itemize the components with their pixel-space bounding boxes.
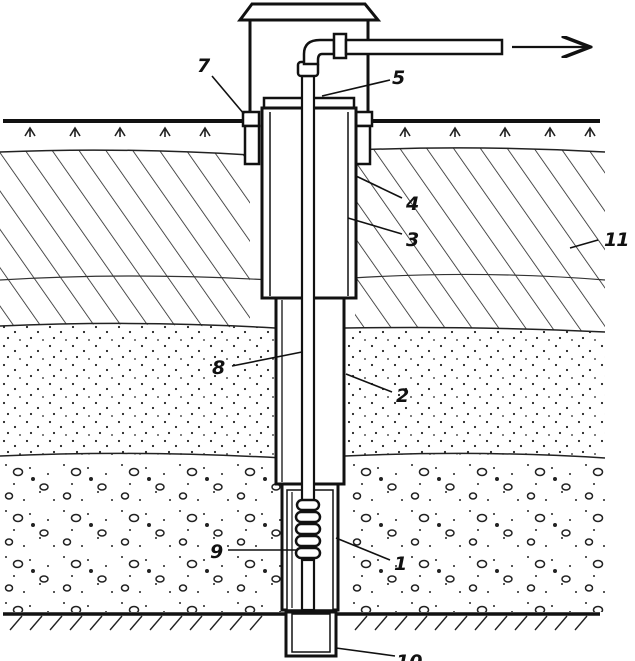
- callout-5: 5: [392, 67, 405, 89]
- submersible-pump: [294, 498, 322, 612]
- callout-4: 4: [405, 193, 419, 215]
- wellhead-housing: [237, 2, 382, 166]
- riser-pipe: [296, 60, 320, 518]
- callout-9: 9: [210, 541, 223, 563]
- callout-1: 1: [394, 553, 407, 575]
- ground-surface: [3, 119, 600, 137]
- callout-7: 7: [197, 55, 211, 77]
- sump: [284, 610, 338, 658]
- callout-10: 10: [396, 651, 422, 661]
- callout-3: 3: [406, 229, 419, 251]
- callout-labels: 7 5 4 3 11 8 2 9 1 10: [197, 55, 629, 661]
- callout-11: 11: [604, 229, 628, 251]
- callout-8: 8: [212, 357, 225, 379]
- discharge-pipe: [302, 32, 588, 66]
- clay-layer: [0, 147, 606, 332]
- callout-2: 2: [396, 385, 409, 407]
- fine-sand-layer: [0, 322, 606, 458]
- gravel-sand-layer: [0, 452, 606, 612]
- leader-lines: [211, 75, 599, 657]
